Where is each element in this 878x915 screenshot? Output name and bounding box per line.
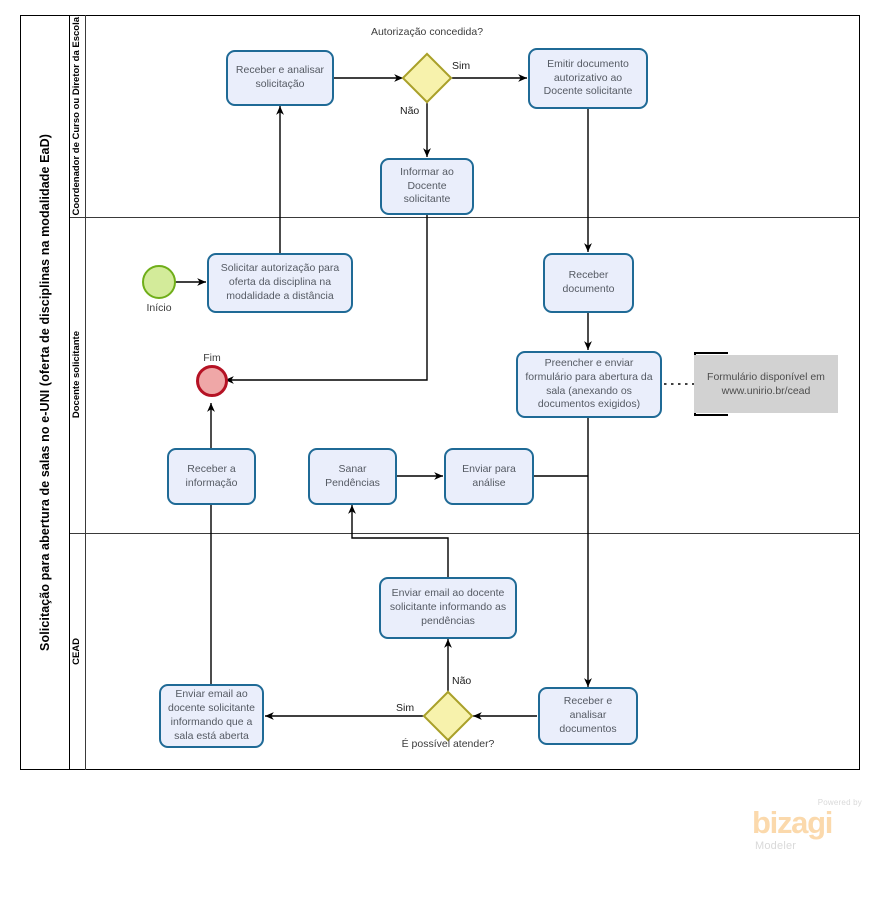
start-event[interactable] [142, 265, 176, 299]
lane-header-docente: Docente solicitante [70, 217, 86, 533]
flow-label-g2-nao: Não [452, 675, 472, 687]
task-enviar-email-sala-aberta[interactable]: Enviar email ao docente solicitante info… [159, 684, 264, 748]
task-preencher-enviar-formulario[interactable]: Preencher e enviar formulário para abert… [516, 351, 662, 418]
lane-divider-2 [70, 533, 860, 534]
pool-title: Solicitação para abertura de salas no e-… [20, 15, 70, 770]
task-enviar-email-pendencias[interactable]: Enviar email ao docente solicitante info… [379, 577, 517, 639]
lane-label-docente: Docente solicitante [71, 331, 83, 419]
lane-label-coordenador: Coordenador de Curso ou Diretor da Escol… [71, 16, 83, 216]
pool-title-text: Solicitação para abertura de salas no e-… [37, 134, 52, 651]
flow-label-g1-sim: Sim [452, 60, 471, 72]
task-emitir-documento-autorizativo[interactable]: Emitir documento autorizativo ao Docente… [528, 48, 648, 109]
task-receber-analisar-solicitacao[interactable]: Receber e analisar solicitação [226, 50, 334, 106]
task-enviar-para-analise[interactable]: Enviar para análise [444, 448, 534, 505]
bizagi-watermark: Powered by bizagi Modeler [752, 798, 862, 860]
lane-header-coordenador: Coordenador de Curso ou Diretor da Escol… [70, 15, 86, 217]
end-event[interactable] [196, 365, 228, 397]
flow-label-g2-sim: Sim [396, 702, 415, 714]
task-informar-docente-solicitante[interactable]: Informar ao Docente solicitante [380, 158, 474, 215]
task-solicitar-autorizacao-oferta[interactable]: Solicitar autorização para oferta da dis… [207, 253, 353, 313]
lane-divider-1 [70, 217, 860, 218]
end-event-label: Fim [203, 352, 221, 364]
lane-label-cead: CEAD [71, 638, 83, 665]
task-receber-informacao[interactable]: Receber a informação [167, 448, 256, 505]
watermark-brand: bizagi [752, 805, 833, 840]
annotation-formulario-disponivel: Formulário disponível em www.unirio.br/c… [694, 355, 838, 413]
gateway-label-atender: É possível atender? [401, 738, 495, 750]
watermark-product: Modeler [755, 840, 797, 852]
lane-header-cead: CEAD [70, 533, 86, 770]
task-sanar-pendencias[interactable]: Sanar Pendências [308, 448, 397, 505]
task-receber-documento[interactable]: Receber documento [543, 253, 634, 313]
flow-label-g1-nao: Não [400, 105, 420, 117]
watermark-powered-by: Powered by [817, 798, 862, 807]
start-event-label: Início [146, 302, 172, 314]
task-receber-analisar-documentos[interactable]: Receber e analisar documentos [538, 687, 638, 745]
gateway-label-autorizacao: Autorização concedida? [370, 26, 484, 38]
